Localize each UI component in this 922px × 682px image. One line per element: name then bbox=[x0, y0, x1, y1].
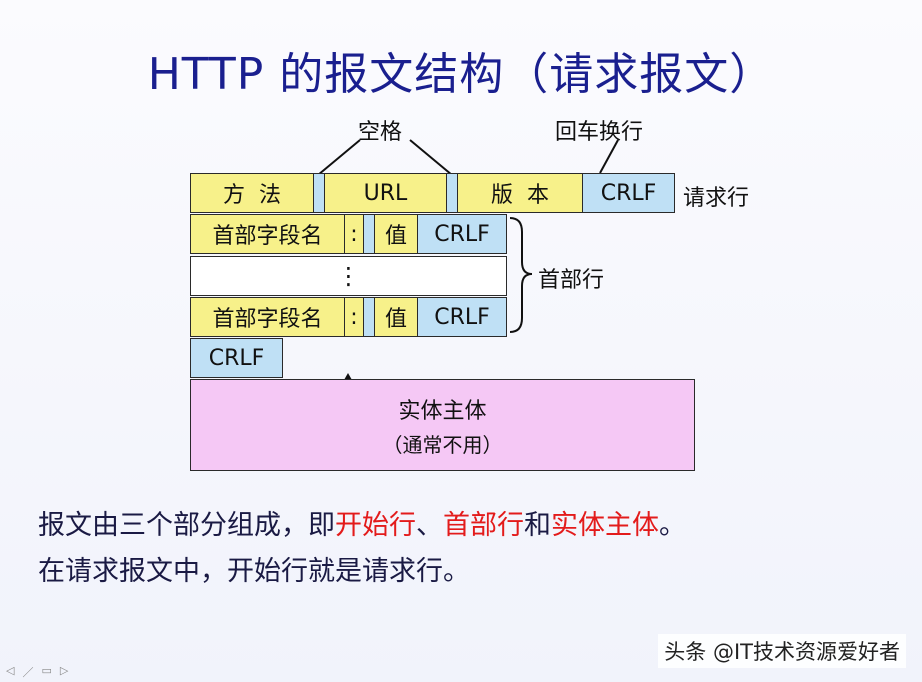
request-crlf-cell: CRLF bbox=[582, 173, 675, 213]
version-cell: 版 本 bbox=[457, 173, 583, 213]
entity-body-note: （通常不用） bbox=[382, 432, 503, 457]
method-cell: 方 法 bbox=[190, 173, 314, 213]
prev-slide-icon[interactable]: ◁ bbox=[6, 664, 15, 677]
entity-body-box: 实体主体 （通常不用） bbox=[190, 379, 695, 471]
header-lines-term: 首部行 bbox=[443, 510, 524, 541]
space-label: 空格 bbox=[358, 120, 403, 145]
space-pointer-right bbox=[409, 139, 453, 176]
menu-icon[interactable]: ▭ bbox=[41, 664, 52, 677]
space-pointer-left bbox=[317, 139, 361, 176]
header-lines-label: 首部行 bbox=[538, 268, 605, 293]
explanation-period: 。 bbox=[659, 510, 686, 541]
header-value-cell: 值 bbox=[374, 297, 418, 337]
request-line-label: 请求行 bbox=[683, 186, 750, 211]
explanation-line-2: 在请求报文中，开始行就是请求行。 bbox=[38, 556, 470, 587]
url-cell: URL bbox=[324, 173, 447, 213]
explanation-line-1: 报文由三个部分组成，即开始行、首部行和实体主体。 bbox=[38, 503, 686, 542]
entity-arrow-tip bbox=[344, 373, 352, 380]
header-colon-cell: : bbox=[344, 297, 364, 337]
header-colon-cell: : bbox=[344, 214, 364, 254]
watermark: 头条 @IT技术资源爱好者 bbox=[658, 634, 906, 668]
header-ellipsis-row: ⋮ bbox=[190, 256, 507, 296]
empty-line-crlf-cell: CRLF bbox=[190, 338, 283, 378]
next-slide-icon[interactable]: ▷ bbox=[59, 664, 69, 677]
explanation-conjunction: 和 bbox=[524, 510, 551, 541]
crlf-note-label: 回车换行 bbox=[555, 120, 644, 145]
header-crlf-cell: CRLF bbox=[417, 297, 507, 337]
explanation-separator: 、 bbox=[416, 510, 443, 541]
slide-title: HTTP 的报文结构（请求报文） bbox=[147, 49, 775, 100]
header-name-cell: 首部字段名 bbox=[190, 297, 345, 337]
explanation-text: 报文由三个部分组成，即 bbox=[38, 510, 335, 541]
start-line-term: 开始行 bbox=[335, 510, 416, 541]
entity-body-title: 实体主体 bbox=[398, 398, 487, 424]
pen-icon[interactable]: ／ bbox=[22, 666, 34, 679]
header-value-cell: 值 bbox=[374, 214, 418, 254]
header-name-cell: 首部字段名 bbox=[190, 214, 345, 254]
header-crlf-cell: CRLF bbox=[417, 214, 507, 254]
header-brace bbox=[509, 217, 533, 333]
slide-nav-controls[interactable]: ◁ ／ ▭ ▷ bbox=[6, 664, 68, 680]
entity-body-term: 实体主体 bbox=[551, 510, 659, 541]
crlf-pointer bbox=[599, 139, 619, 174]
